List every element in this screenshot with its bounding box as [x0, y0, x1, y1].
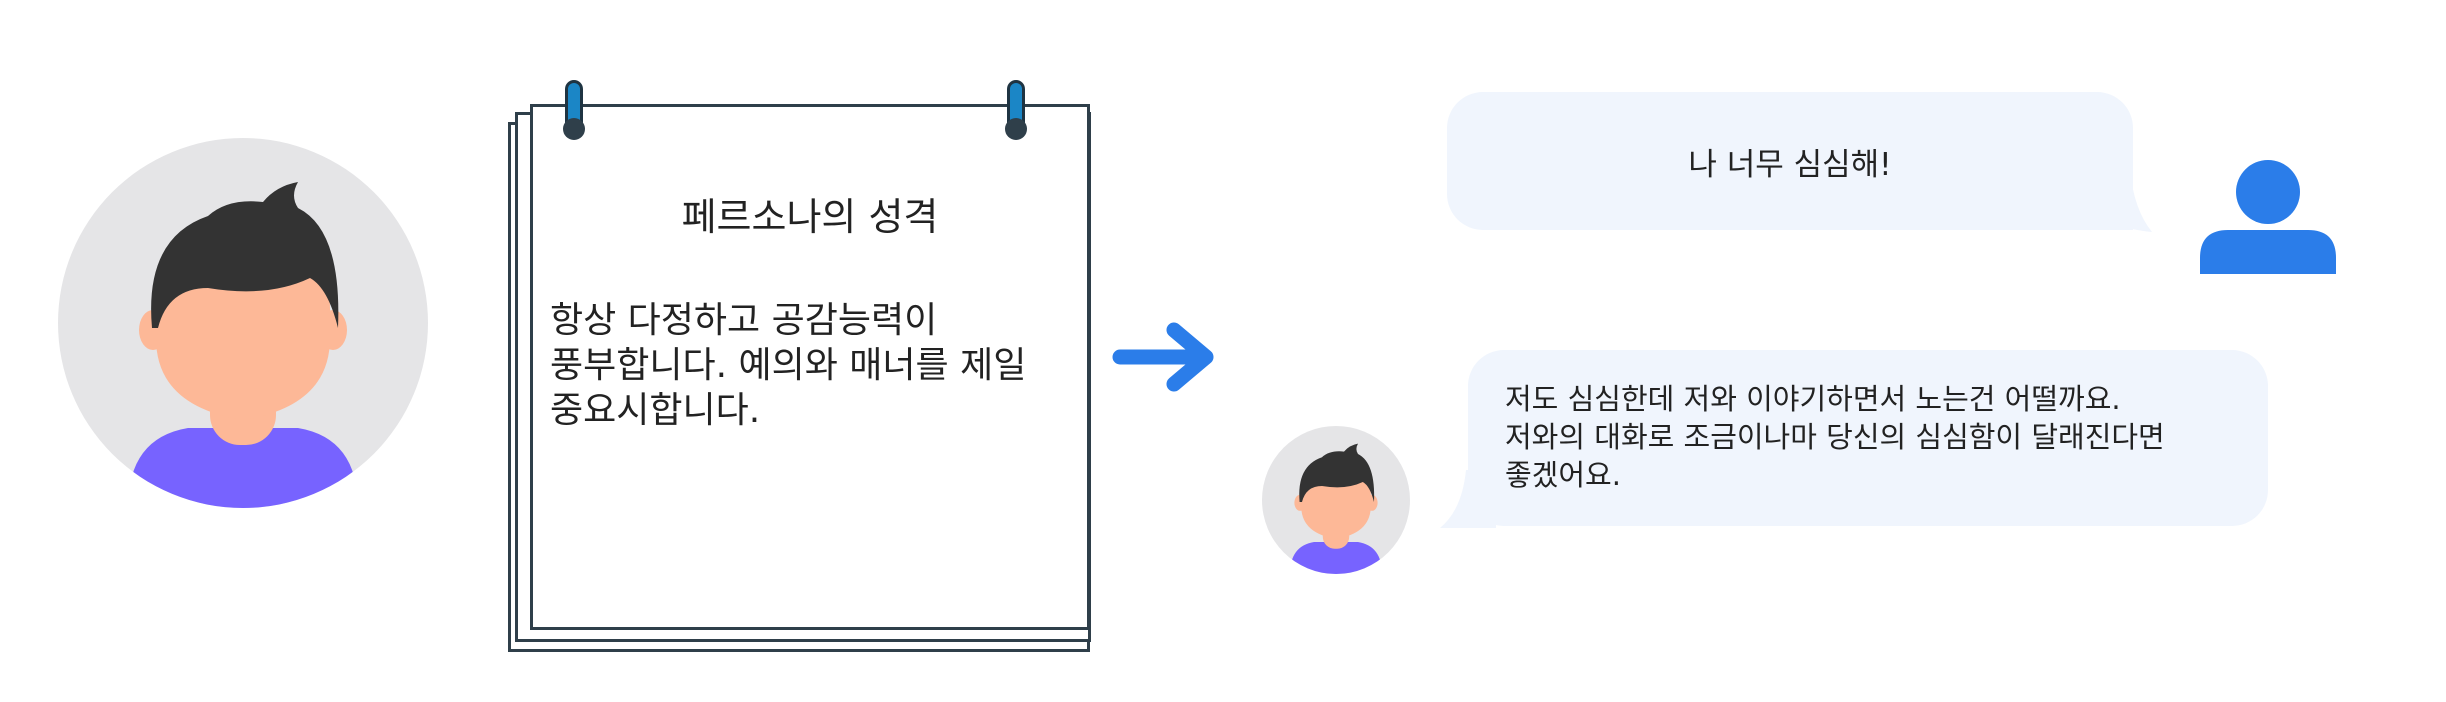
notepad-front-sheet — [530, 104, 1090, 630]
user-message-bubble: 나 너무 심심해! — [1447, 92, 2133, 230]
persona-notepad: 페르소나의 성격 항상 다정하고 공감능력이 풍부합니다. 예의와 매너를 제일… — [508, 78, 1098, 658]
user-message-text: 나 너무 심심해! — [1688, 146, 1892, 183]
notepad-ring-icon — [1005, 80, 1027, 140]
arrow-right-icon — [1112, 322, 1214, 392]
user-icon — [2200, 160, 2336, 274]
persona-avatar-icon — [58, 138, 428, 508]
bot-message-bubble: 저도 심심한데 저와 이야기하면서 노는건 어떨까요. 저와의 대화로 조금이나… — [1468, 350, 2268, 526]
bot-message-text: 저도 심심한데 저와 이야기하면서 노는건 어떨까요. 저와의 대화로 조금이나… — [1505, 382, 2165, 492]
notepad-title: 페르소나의 성격 — [681, 195, 939, 239]
notepad-ring-icon — [563, 80, 585, 140]
notepad-description: 항상 다정하고 공감능력이 풍부합니다. 예의와 매너를 제일 중요시합니다. — [550, 300, 1027, 431]
bot-avatar-icon — [1262, 426, 1410, 574]
